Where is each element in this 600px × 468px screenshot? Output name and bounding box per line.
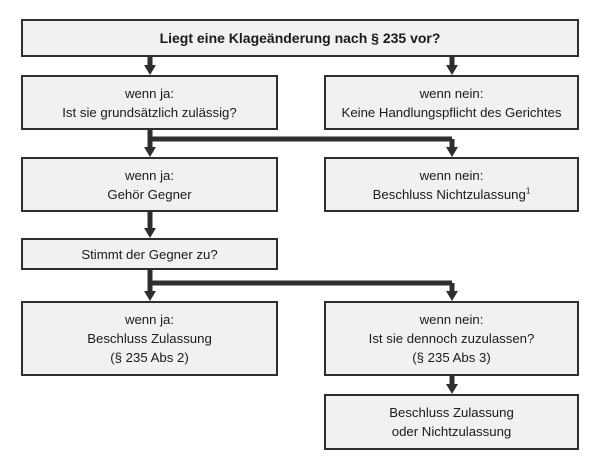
footnote-marker: 1 — [525, 186, 531, 196]
node-result-zulassung-oder-nichtzulassung[interactable]: Beschluss Zulassung oder Nichtzulassung — [324, 394, 579, 450]
node-question-stimmt-der-gegner-zu[interactable]: Stimmt der Gegner zu? — [21, 238, 278, 270]
node-line: Beschluss Zulassung — [389, 405, 514, 420]
edge-n4-to-n6 — [144, 212, 156, 238]
node-yes-grundsaetzlich-zulaessig[interactable]: wenn ja: Ist sie grundsätzlich zulässig? — [21, 75, 278, 130]
node-line: Beschluss Zulassung — [87, 331, 212, 346]
node-line: oder Nichtzulassung — [391, 424, 512, 439]
edge-n1-to-n3 — [446, 57, 458, 75]
edge-n2-to-n5 — [150, 136, 458, 157]
node-line: Gehör Gegner — [107, 186, 192, 202]
node-no-dennoch-zuzulassen[interactable]: wenn nein: Ist sie dennoch zuzulassen? (… — [324, 301, 579, 376]
node-line: wenn ja: — [124, 85, 175, 101]
node-line: Liegt eine Klageänderung nach § 235 vor? — [159, 29, 441, 46]
node-line: wenn nein: — [419, 312, 484, 327]
node-line: (§ 235 Abs 2) — [110, 350, 189, 365]
edge-n2-to-n4 — [144, 130, 156, 157]
node-line: wenn ja: — [124, 312, 175, 327]
node-line: wenn ja: — [124, 167, 175, 183]
node-question-klageaenderung[interactable]: Liegt eine Klageänderung nach § 235 vor? — [21, 19, 579, 57]
node-no-beschluss-nichtzulassung[interactable]: wenn nein: Beschluss Nichtzulassung1 — [324, 157, 579, 212]
node-line-with-footnote: Beschluss Nichtzulassung1 — [373, 185, 531, 204]
node-line: Ist sie dennoch zuzulassen? — [368, 331, 535, 346]
node-yes-beschluss-zulassung[interactable]: wenn ja: Beschluss Zulassung (§ 235 Abs … — [21, 301, 278, 376]
edge-n1-to-n2 — [144, 57, 156, 75]
node-line: (§ 235 Abs 3) — [412, 350, 491, 365]
node-yes-gehoer-gegner[interactable]: wenn ja: Gehör Gegner — [21, 157, 278, 212]
node-line: wenn nein: — [419, 85, 484, 101]
node-line: Ist sie grundsätzlich zulässig? — [62, 104, 237, 120]
edge-n6-to-n8 — [150, 280, 458, 301]
edge-n8-to-n9 — [446, 376, 458, 394]
node-line: Keine Handlungspflicht des Gerichtes — [341, 104, 562, 120]
node-line: wenn nein: — [419, 167, 484, 183]
edge-n6-to-n7 — [144, 270, 156, 301]
node-line-text: Beschluss Nichtzulassung — [372, 186, 526, 202]
node-no-keine-handlungspflicht[interactable]: wenn nein: Keine Handlungspflicht des Ge… — [324, 75, 579, 130]
node-line: Stimmt der Gegner zu? — [81, 246, 218, 262]
